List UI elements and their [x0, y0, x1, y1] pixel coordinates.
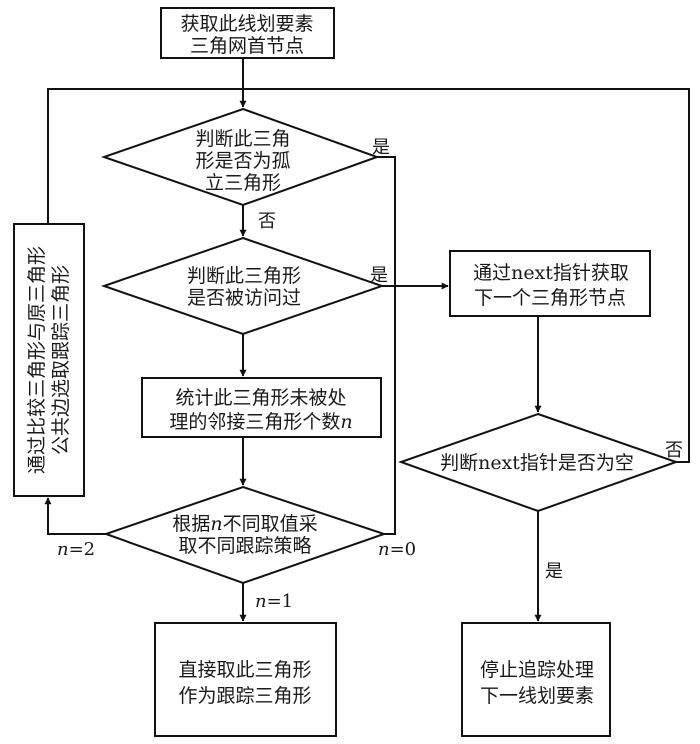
- label-n-eq-1: n=1: [255, 591, 293, 612]
- node-strategy-line-1: 根据n不同取值采: [172, 513, 317, 535]
- node-take-direct-line-1: 直接取此三角形: [178, 659, 311, 681]
- node-compare-edges-line-1: 通过比较三角形与原三角形: [26, 246, 48, 474]
- node-count-neighbors-line-2: 理的邻接三角形个数: [169, 411, 340, 433]
- node-next-node-line-1-post: 指针获取: [553, 262, 629, 284]
- node-start: 获取此线划要素 三角网首节点: [160, 7, 335, 59]
- node-isolated-check: 判断此三角 形是否为孤 立三角形: [100, 107, 380, 207]
- node-count-neighbors-line-2-wrap: 理的邻接三角形个数n: [169, 411, 352, 433]
- edge-isolated-yes: [377, 156, 396, 535]
- label-n-eq-0-var: n: [378, 539, 390, 560]
- node-next-node-line-2: 下一个三角形节点: [474, 287, 626, 309]
- edge-loop-top: [47, 88, 690, 463]
- label-n-eq-1-var: n: [255, 591, 267, 612]
- node-take-direct: 直接取此三角形 作为跟踪三角形: [154, 622, 337, 737]
- label-visited-yes: 是: [370, 265, 388, 286]
- node-next-node-line-1-pre: 通过: [473, 262, 511, 284]
- edge-strategy-n2: [44, 497, 106, 535]
- label-n-eq-2-rest: =2: [69, 539, 96, 560]
- node-visited-check-line-1: 判断此三角形: [187, 265, 301, 287]
- node-start-line-1: 获取此线划要素: [180, 13, 313, 35]
- node-stop: 停止追踪处理 下一线划要素: [461, 622, 611, 737]
- node-stop-line-1: 停止追踪处理: [480, 659, 594, 681]
- node-strategy-line-1-post: 不同取值采: [223, 513, 318, 535]
- label-null-yes: 是: [545, 561, 563, 582]
- label-n-eq-2: n=2: [57, 539, 95, 560]
- node-count-neighbors-line-1: 统计此三角形未被处: [175, 387, 346, 409]
- node-count-neighbors: 统计此三角形未被处 理的邻接三角形个数n: [141, 377, 382, 438]
- node-compare-edges-line-2: 公共边选取跟踪三角形: [50, 265, 72, 455]
- node-strategy-line-1-pre: 根据: [172, 513, 210, 535]
- node-next-null-check-pre: 判断: [440, 452, 478, 474]
- label-n-eq-1-rest: =1: [267, 591, 294, 612]
- label-n-eq-0: n=0: [378, 539, 416, 560]
- node-strategy-line-1-var: n: [210, 513, 222, 535]
- label-isolated-yes: 是: [372, 137, 390, 158]
- node-stop-line-2: 下一线划要素: [480, 685, 594, 707]
- node-next-node: 通过next指针获取 下一个三角形节点: [449, 250, 651, 317]
- node-next-null-check: 判断next指针是否为空: [398, 412, 680, 513]
- label-isolated-no: 否: [258, 211, 276, 232]
- node-isolated-check-line-1: 判断此三角: [195, 128, 290, 150]
- node-compare-edges: 通过比较三角形与原三角形 公共边选取跟踪三角形: [13, 223, 85, 497]
- label-null-no: 否: [665, 440, 683, 461]
- node-count-neighbors-var: n: [340, 411, 352, 433]
- label-n-eq-0-rest: =0: [390, 539, 417, 560]
- node-next-null-check-post: 指针是否为空: [520, 452, 634, 474]
- node-visited-check: 判断此三角形 是否被访问过: [100, 236, 386, 336]
- node-isolated-check-line-3: 立三角形: [205, 172, 281, 194]
- node-next-node-line-1-code: next: [511, 262, 553, 284]
- node-strategy-line-2: 取不同跟踪策略: [178, 535, 311, 557]
- node-isolated-check-line-2: 形是否为孤: [195, 150, 290, 172]
- node-take-direct-line-2: 作为跟踪三角形: [178, 685, 311, 707]
- node-next-null-check-code: next: [478, 452, 520, 474]
- label-n-eq-2-var: n: [57, 539, 69, 560]
- node-next-node-line-1: 通过next指针获取: [473, 262, 629, 284]
- node-next-null-check-text: 判断next指针是否为空: [440, 452, 634, 474]
- node-visited-check-line-2: 是否被访问过: [187, 287, 301, 309]
- node-start-line-2: 三角网首节点: [190, 35, 304, 57]
- node-strategy: 根据n不同取值采 取不同跟踪策略: [102, 485, 388, 585]
